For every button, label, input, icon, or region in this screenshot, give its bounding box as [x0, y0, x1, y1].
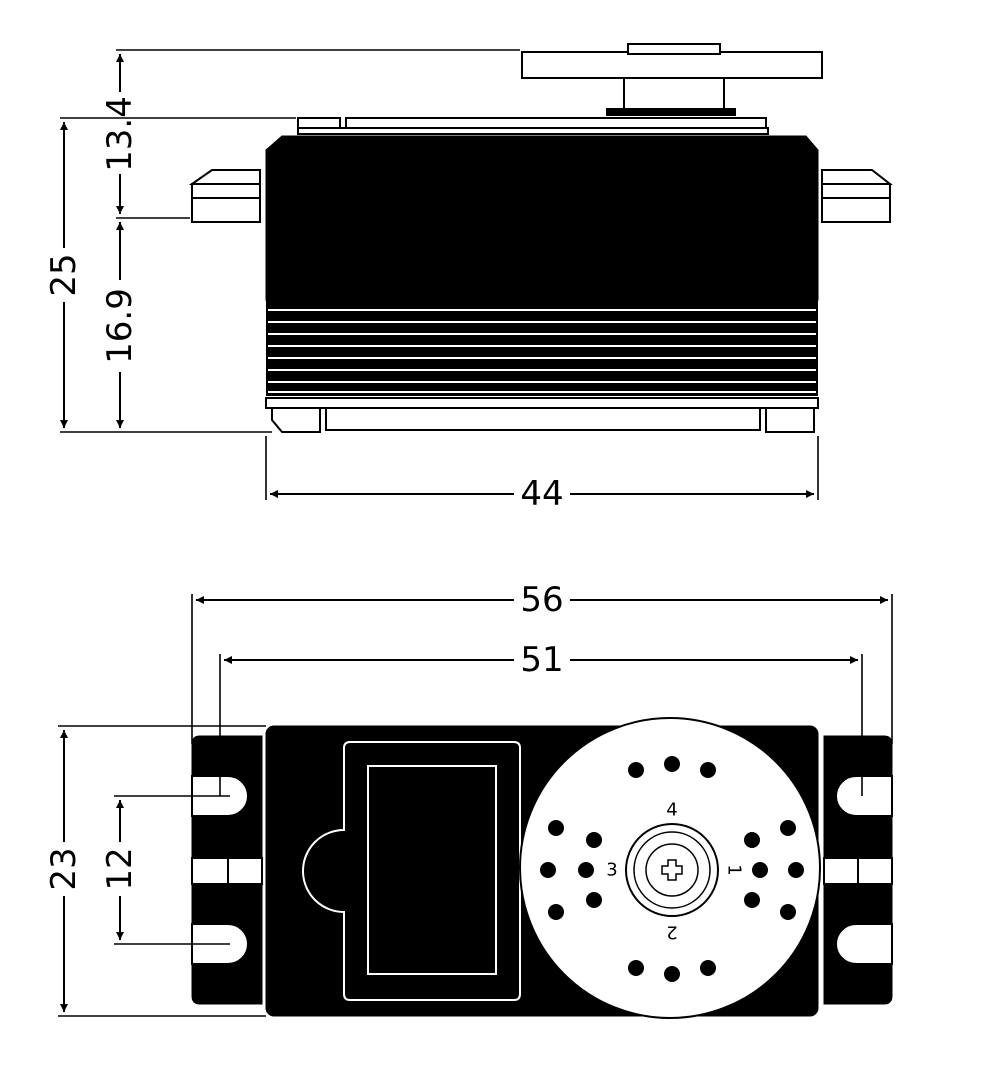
bottom-foot-left: [271, 407, 321, 433]
upper-case: [265, 135, 819, 301]
horn-cap: [627, 43, 721, 55]
dim-label-12: 12: [100, 847, 140, 890]
lower-case-ribs: [268, 309, 816, 393]
lower-case-ribbed: [266, 300, 818, 396]
label-window: [367, 765, 497, 975]
horn-label-1: 1: [724, 864, 745, 875]
shaft-base: [606, 108, 736, 116]
dim-label-56: 56: [520, 580, 563, 620]
side-view: 25 13.4 16.9 44: [44, 43, 893, 514]
mounting-ear-right: [821, 169, 893, 223]
flange-slot-right-bottom: [835, 923, 893, 965]
horn-disc: [521, 51, 823, 79]
dim-label-16-9: 16.9: [100, 288, 140, 364]
label-recess: [302, 741, 521, 1001]
dim-label-13-4: 13.4: [100, 96, 140, 172]
output-shaft: [623, 77, 725, 111]
horn-label-3: 3: [606, 860, 617, 881]
top-cover-strip-left: [297, 117, 341, 129]
horn-label-2: 2: [666, 922, 677, 943]
dim-label-44: 44: [520, 474, 563, 514]
dim-label-25: 25: [44, 253, 84, 296]
horn-label-4: 4: [666, 800, 677, 821]
top-view: 4 3 2 1 56 51 23 12: [44, 580, 893, 1019]
dim-label-51: 51: [520, 640, 563, 680]
dim-label-23: 23: [44, 847, 84, 890]
bottom-foot-right: [765, 407, 815, 433]
phillips-cross-icon: [661, 859, 683, 881]
top-cover-strip: [345, 117, 767, 129]
flange-slot-right-top: [835, 775, 893, 817]
horn-holes: [540, 756, 804, 982]
bottom-plate: [325, 407, 761, 431]
top-cover-plate: [297, 127, 769, 135]
mounting-ear-left: [188, 169, 261, 223]
bottom-cover: [265, 397, 819, 409]
